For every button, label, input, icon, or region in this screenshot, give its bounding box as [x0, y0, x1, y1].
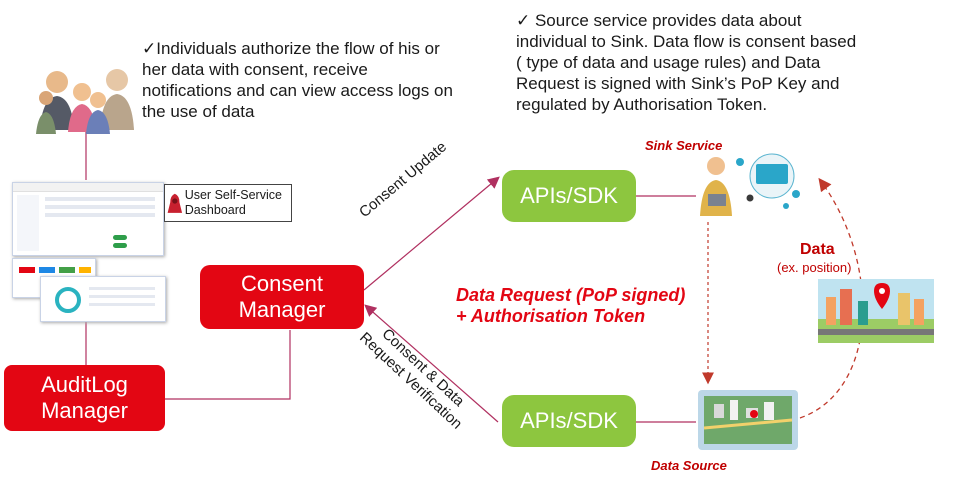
line-audit-consent — [165, 330, 291, 400]
sink-service-label: Sink Service — [645, 138, 723, 153]
individuals-note: ✓Individuals authorize the flow of his o… — [142, 39, 453, 121]
sink-service-icon — [700, 153, 800, 216]
auth-token-label: + Authorisation Token — [456, 306, 646, 326]
consent-manager-box: Consent Manager — [200, 265, 364, 329]
dashboard-screenshot-3 — [40, 276, 166, 322]
data-source-label: Data Source — [651, 458, 727, 473]
map-position-icon — [818, 279, 934, 343]
auditlog-manager-box: AuditLog Manager — [4, 365, 165, 431]
apis-sdk-top-box: APIs/SDK — [502, 170, 636, 222]
apis-sdk-bottom-box: APIs/SDK — [502, 395, 636, 447]
data-sub-label: (ex. position) — [777, 260, 852, 275]
arrow-verification — [364, 304, 499, 423]
arrow-consent-update — [363, 176, 500, 291]
arrow-data-flow — [799, 177, 864, 419]
dashboard-screenshot-1 — [12, 182, 164, 256]
data-label: Data — [800, 241, 835, 258]
data-request-label: Data Request (PoP signed) — [456, 285, 686, 305]
data-source-icon — [698, 390, 798, 450]
dashboard-label-box: User Self-Service Dashboard — [164, 184, 292, 222]
hooded-figure-icon — [167, 193, 183, 213]
dashboard-label: User Self-Service Dashboard — [184, 188, 282, 217]
source-note: ✓ Source service provides data about ind… — [516, 11, 857, 114]
family-icon — [36, 69, 134, 134]
